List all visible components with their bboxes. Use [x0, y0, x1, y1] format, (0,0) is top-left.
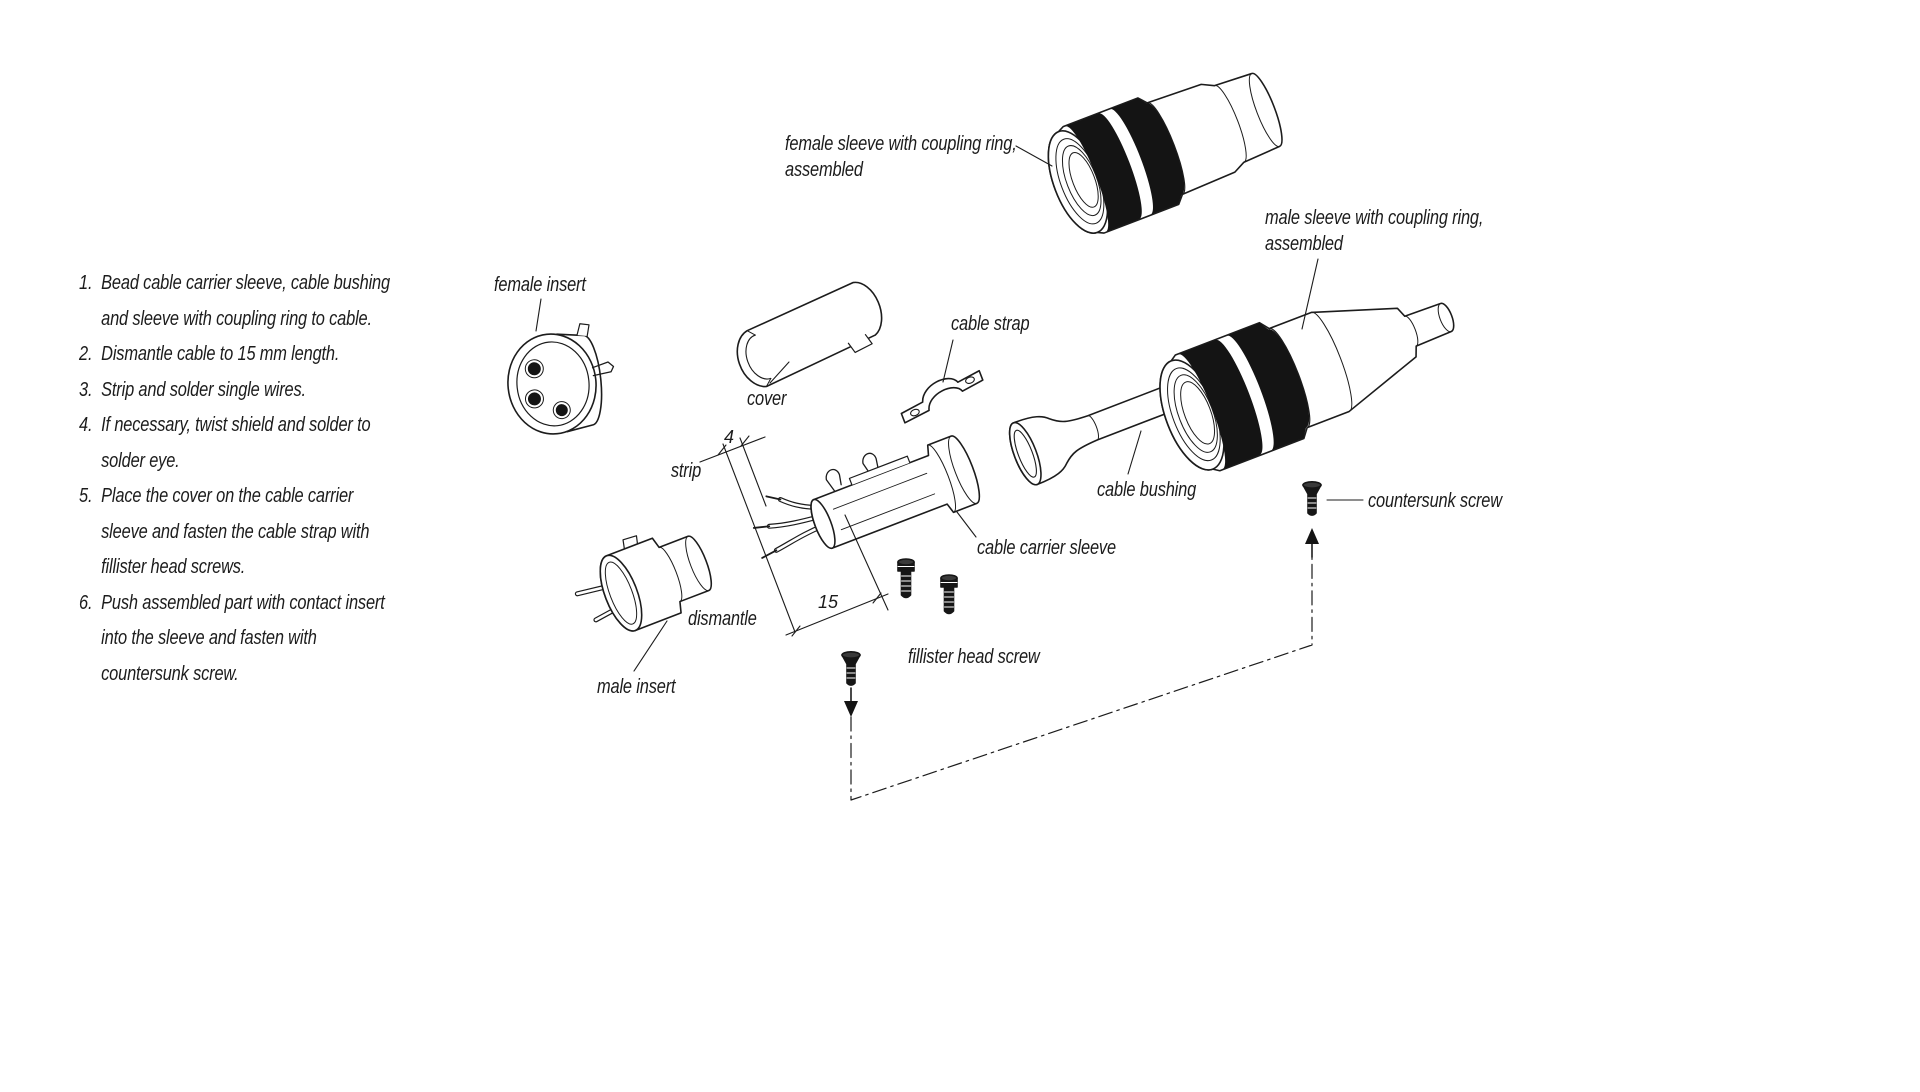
countersunk-screw-drawing-right	[1302, 480, 1322, 516]
label-female-sleeve: female sleeve with coupling ring, assemb…	[785, 131, 1017, 183]
instruction-number: 5.	[79, 485, 93, 507]
label-male-insert: male insert	[597, 676, 676, 698]
instruction-text: If necessary, twist shield and solder to…	[101, 414, 371, 472]
instruction-number: 1.	[79, 272, 93, 294]
label-strip: strip	[670, 460, 702, 482]
instruction-text: Push assembled part with contact insert …	[101, 591, 385, 685]
dim-dismantle-value: 15	[818, 592, 839, 612]
instruction-item-2: 2. Dismantle cable to 15 mm length.	[79, 337, 391, 373]
label-cable-bushing: cable bushing	[1097, 479, 1197, 501]
instruction-number: 4.	[79, 414, 93, 436]
instruction-item-6: 6. Push assembled part with contact inse…	[79, 586, 391, 693]
label-male-sleeve-line2: assembled	[1265, 233, 1343, 255]
instruction-number: 6.	[79, 591, 93, 614]
male-sleeve-drawing	[1159, 302, 1455, 472]
dim-strip-value: 4	[724, 427, 734, 447]
dimension-lines	[699, 435, 889, 637]
label-male-sleeve-line1: male sleeve with coupling ring,	[1265, 207, 1484, 229]
instruction-item-5: 5. Place the cover on the cable carrier …	[79, 479, 391, 586]
label-cable-carrier-sleeve: cable carrier sleeve	[977, 537, 1116, 559]
label-female-sleeve-line2: assembled	[785, 159, 863, 181]
instruction-text: Strip and solder single wires.	[101, 378, 306, 401]
label-fillister-head-screw: fillister head screw	[908, 646, 1040, 668]
instruction-item-3: 3. Strip and solder single wires.	[79, 373, 391, 409]
label-countersunk-screw: countersunk screw	[1368, 490, 1502, 512]
label-female-sleeve-line1: female sleeve with coupling ring,	[785, 133, 1017, 155]
cover-drawing	[736, 281, 883, 388]
leader-lines	[535, 145, 1364, 672]
label-dismantle: dismantle	[688, 608, 757, 630]
label-cable-strap: cable strap	[951, 313, 1030, 335]
instruction-item-1: 1. Bead cable carrier sleeve, cable bush…	[79, 266, 391, 337]
label-cover: cover	[747, 388, 787, 410]
center-line	[850, 556, 1313, 801]
label-male-sleeve: male sleeve with coupling ring, assemble…	[1265, 205, 1483, 257]
fillister-head-screw-drawing-1	[897, 558, 915, 599]
male-insert-drawing	[574, 535, 713, 632]
insertion-arrow-up	[1305, 528, 1319, 558]
female-sleeve-drawing	[1047, 72, 1283, 234]
countersunk-screw-drawing-left	[841, 650, 861, 686]
instruction-text: Bead cable carrier sleeve, cable bushing…	[101, 272, 390, 330]
label-female-insert: female insert	[494, 274, 586, 296]
instruction-list: 1. Bead cable carrier sleeve, cable bush…	[79, 266, 391, 692]
instruction-number: 3.	[79, 378, 93, 401]
instruction-text: Dismantle cable to 15 mm length.	[101, 343, 340, 365]
cable-strap-drawing	[900, 369, 984, 424]
instruction-text: Place the cover on the cable carrier sle…	[101, 485, 370, 578]
cable-carrier-sleeve-drawing	[752, 435, 981, 559]
insertion-arrow-down	[844, 687, 858, 717]
female-insert-drawing	[507, 323, 615, 435]
fillister-head-screw-drawing-2	[940, 574, 958, 615]
instruction-number: 2.	[79, 343, 93, 365]
instruction-item-4: 4. If necessary, twist shield and solder…	[79, 408, 391, 479]
